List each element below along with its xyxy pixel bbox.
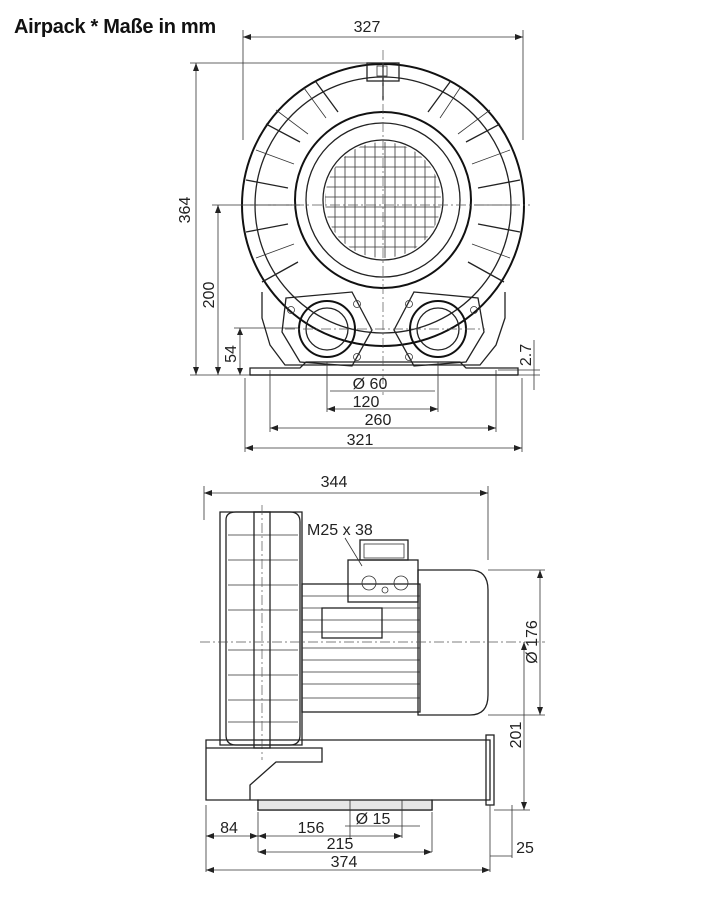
dim-side-foot-length: 215 xyxy=(327,836,354,853)
dim-side-hole-spacing: 156 xyxy=(298,820,325,837)
dim-front-foot-thickness: 2.7 xyxy=(518,344,535,366)
dim-front-foot-height: 54 xyxy=(223,345,240,363)
dim-side-axis-height: 201 xyxy=(508,722,525,749)
dim-side-offset: 84 xyxy=(220,820,238,837)
dim-front-height: 364 xyxy=(177,197,194,224)
dim-side-total-length: 374 xyxy=(331,854,358,871)
dim-side-width: 344 xyxy=(321,474,348,491)
dim-front-axis-height: 200 xyxy=(201,282,218,309)
dim-front-foot-outer: 321 xyxy=(347,432,374,449)
dim-side-overhang: 25 xyxy=(516,840,534,857)
dim-front-width: 327 xyxy=(354,19,381,36)
dim-front-port-spacing: 120 xyxy=(353,394,380,411)
front-view: 327 364 200 54 2.7 xyxy=(177,19,540,452)
label-thread: M25 x 38 xyxy=(307,522,373,539)
dim-side-hole-diameter: Ø 15 xyxy=(356,811,391,828)
dim-side-motor-diameter: Ø 176 xyxy=(524,620,541,664)
dim-front-foot-inner: 260 xyxy=(365,412,392,429)
side-view: 344 M25 x 38 xyxy=(200,474,545,873)
dim-front-port-diameter: Ø 60 xyxy=(353,376,388,393)
page-title: Airpack * Maße in mm xyxy=(14,16,216,38)
